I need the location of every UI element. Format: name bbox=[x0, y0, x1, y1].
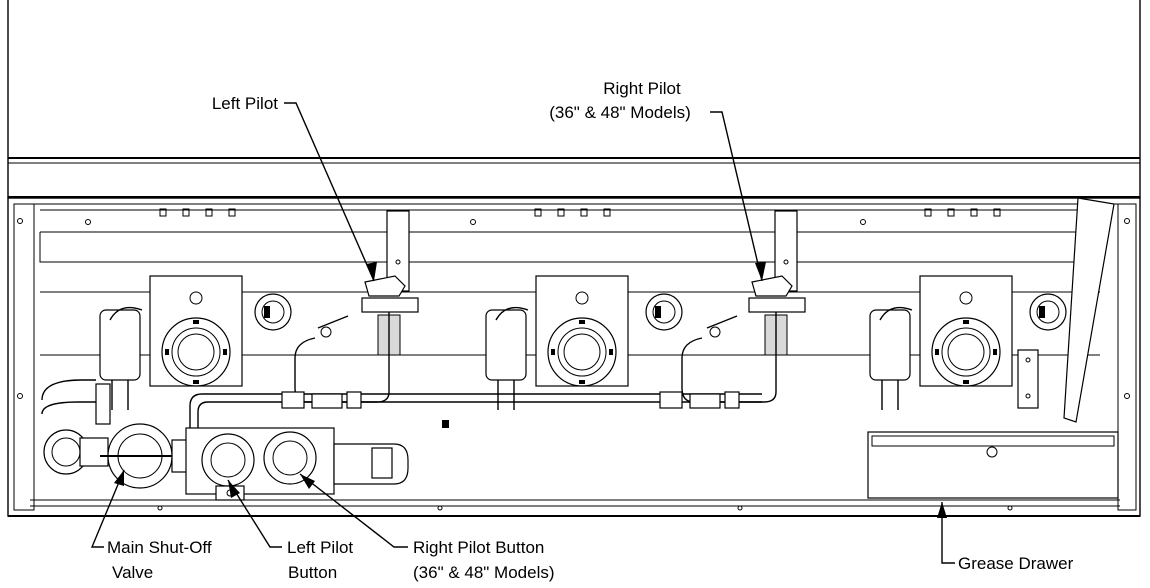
gas-valve-right bbox=[869, 275, 1067, 410]
left-pilot-assembly bbox=[294, 275, 419, 403]
pilot-button-block bbox=[185, 427, 409, 501]
label-right-pilot-models: (36" & 48" Models) bbox=[549, 103, 691, 122]
label-left-pilot-button-2: Button bbox=[288, 563, 337, 582]
label-right-pilot: Right Pilot bbox=[603, 79, 681, 98]
label-main-shutoff: Main Shut-Off bbox=[107, 538, 212, 557]
upper-cabinet bbox=[7, 0, 1141, 198]
burner-tubes bbox=[386, 210, 798, 292]
label-right-pilot-button: Right Pilot Button bbox=[413, 538, 544, 557]
grease-drawer-body bbox=[867, 197, 1119, 499]
main-shutoff-valve bbox=[41, 379, 189, 489]
label-right-pilot-button-models: (36" & 48" Models) bbox=[413, 563, 555, 582]
label-left-pilot-button: Left Pilot bbox=[287, 538, 353, 557]
leader-lines bbox=[90, 102, 955, 564]
gas-valve-left bbox=[99, 275, 292, 410]
callout-labels: Left Pilot Right Pilot (36" & 48" Models… bbox=[107, 79, 1074, 582]
label-left-pilot: Left Pilot bbox=[212, 94, 278, 113]
gas-manifold bbox=[189, 391, 762, 432]
right-pilot-assembly bbox=[681, 275, 806, 403]
gas-valve-center bbox=[485, 275, 683, 410]
label-grease-drawer: Grease Drawer bbox=[958, 554, 1074, 573]
label-main-shutoff-valve: Valve bbox=[112, 563, 153, 582]
